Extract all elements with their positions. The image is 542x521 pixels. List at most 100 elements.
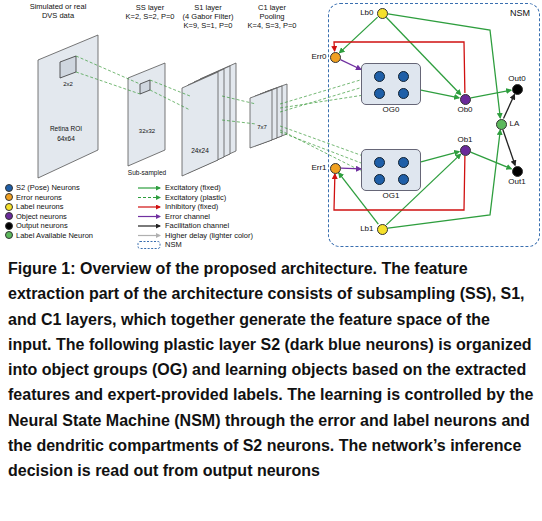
retina-window [60, 56, 76, 78]
layer-label: 32x32 [139, 128, 155, 134]
legend-sample-line [138, 225, 160, 226]
layer-label: Simulated or real [30, 3, 87, 11]
legend-swatch [5, 184, 13, 192]
layer-label: K=9, S=1, P=0 [184, 22, 233, 30]
connector [504, 95, 515, 119]
projection-line [222, 96, 256, 104]
layer-label: Pooling [259, 13, 284, 21]
legend-text: Output neurons [16, 222, 68, 230]
connector [471, 152, 512, 169]
legend-sample-line [138, 187, 160, 188]
nsm-region: NSMLb0Err0OG0Ob0Out0LAOb1Out1OG1Err1Lb1 [328, 3, 540, 247]
connector [421, 90, 459, 98]
layer-label: SS layer [136, 4, 164, 12]
connector [334, 156, 465, 210]
c1-plane [250, 90, 272, 148]
legend-swatch [5, 231, 13, 239]
layer-label: K=2, S=2, P=0 [126, 13, 175, 21]
node-label: Err1 [310, 164, 327, 172]
layer-label: C1 layer [258, 4, 286, 12]
s2-neuron [398, 174, 409, 185]
projection-line [76, 72, 140, 94]
legend-swatch [5, 222, 13, 230]
node-label: LA [509, 120, 521, 128]
neuron-circle: Ob0 [460, 94, 471, 105]
object-group: OG0 [361, 63, 421, 105]
node-label: Lb0 [359, 9, 374, 17]
neuron-circle: Err1 [330, 163, 341, 174]
layer-label: S1 layer [194, 4, 222, 12]
layer-label: K=4, S=3, P=0 [248, 22, 297, 30]
node-label: Lb1 [359, 225, 374, 233]
object-group: OG1 [361, 149, 421, 191]
layer-label: Sub-sampled [128, 170, 166, 177]
layer-label: DVS data [42, 12, 74, 20]
projection-line [150, 80, 190, 96]
s2-neuron [398, 71, 409, 82]
connector [421, 152, 459, 162]
connector [471, 90, 511, 98]
legend-text: NSM [165, 241, 182, 249]
connector [503, 130, 515, 166]
neuron-circle: LA [496, 119, 507, 130]
ss-window [140, 80, 150, 94]
node-label: NSM [509, 9, 531, 18]
legend-text: Excitatory (plastic) [165, 194, 226, 202]
layer-label: Retina ROI [50, 126, 82, 133]
node-label: Ob0 [456, 106, 473, 114]
legend-text: Higher delay (lighter color) [165, 232, 253, 240]
node-label: Out0 [507, 75, 526, 83]
s2-neuron [374, 157, 385, 168]
s2-neuron [398, 157, 409, 168]
layer-label: 2x2 [63, 81, 73, 87]
connector [341, 168, 361, 170]
legend-text: Excitatory (fixed) [165, 184, 221, 192]
legend-sample-box [138, 242, 160, 249]
connector [340, 60, 361, 70]
neuron-circle: Lb1 [377, 224, 388, 235]
layer-label: 64x64 [57, 136, 75, 143]
neuron-circle: Out1 [512, 166, 523, 177]
neuron-circle: Err0 [330, 52, 341, 63]
ss-plane [128, 63, 165, 166]
legend-sample-line [138, 235, 160, 236]
legend-text: Label Available Neuron [16, 232, 93, 240]
connector [388, 130, 500, 228]
legend-swatch [5, 212, 13, 220]
legend-text: Inhibitory (fixed) [165, 203, 218, 211]
neuron-circle: Lb0 [377, 8, 388, 19]
s2-neuron [374, 174, 385, 185]
figure-caption: Figure 1: Overview of the proposed archi… [8, 256, 534, 484]
s2-neuron [374, 71, 385, 82]
layer-label: 7x7 [257, 124, 267, 130]
neuron-circle: Ob1 [460, 145, 471, 156]
legend-swatch [5, 193, 13, 201]
layer-label: (4 Gabor Filter) [183, 13, 234, 21]
neuron-circle: Out0 [512, 84, 523, 95]
s2-neuron [398, 88, 409, 99]
legend-text: Facilitation channel [165, 222, 229, 230]
retina-plane [38, 35, 98, 178]
connector [339, 17, 377, 53]
projection-line [222, 120, 256, 124]
legend-text: Error neurons [16, 194, 62, 202]
layer-label: 24x24 [191, 148, 209, 155]
legend-sample-line [138, 206, 160, 207]
legend-sample-line [138, 197, 160, 198]
legend-swatch [5, 203, 13, 211]
node-label: Err0 [310, 53, 327, 61]
legend-text: Label neurons [16, 203, 64, 211]
s1-plane [182, 72, 218, 176]
node-label: Out1 [507, 178, 526, 186]
node-label: Ob1 [456, 136, 473, 144]
legend-sample-line [138, 216, 160, 217]
legend-text: Object neurons [16, 213, 67, 221]
legend-text: Error channel [165, 213, 210, 221]
node-label: OG0 [382, 106, 401, 114]
projection-line [76, 56, 140, 84]
projection-line [150, 90, 190, 110]
legend-text: S2 (Pose) Neurons [16, 184, 80, 192]
node-label: OG1 [382, 192, 401, 200]
s2-neuron [374, 88, 385, 99]
